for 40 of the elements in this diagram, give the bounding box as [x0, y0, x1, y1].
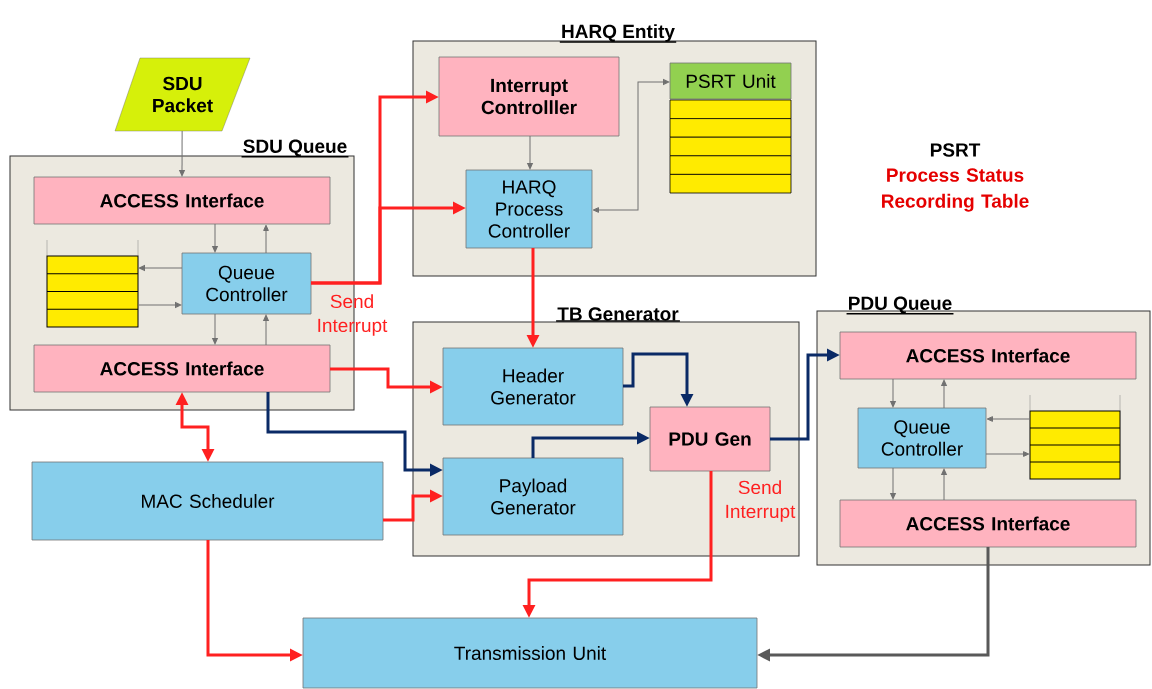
group-heading: PDU Queue: [845, 296, 955, 315]
group-heading: HARQ Entity: [559, 24, 677, 43]
note-text: PSRT: [930, 143, 981, 157]
arrow: [263, 314, 269, 346]
note-text: Process Status Recording Table: [882, 168, 1029, 212]
arrow: [890, 467, 896, 500]
arrow: [527, 135, 533, 170]
input-parallelogram: SDU Packet: [114, 57, 251, 132]
table-drawing: PSRT Unit: [669, 62, 792, 194]
arrow: [890, 378, 896, 408]
interface-box: ACCESS Interface: [839, 331, 1137, 380]
group-heading: TB Generator: [555, 307, 681, 322]
arrow: [137, 302, 182, 308]
generator-box: Header Generator: [442, 347, 624, 426]
interface-box: ACCESS Interface: [33, 344, 331, 393]
edge-label: Send Interrupt: [726, 480, 796, 522]
arrow: [985, 451, 1030, 457]
group-heading: SDU Queue: [240, 139, 350, 158]
queue-stack-drawing: [46, 239, 139, 328]
controller-box: HARQ Process Controller: [465, 169, 593, 249]
arrow: [941, 468, 947, 501]
controller-box: Queue Controller: [857, 407, 987, 469]
arrow: [179, 130, 185, 177]
arrow: [263, 224, 269, 254]
controller-box: Interrupt Controlller: [438, 56, 620, 137]
controller-box: Queue Controller: [181, 252, 312, 315]
arrow: [986, 416, 1031, 422]
generator-box: Payload Generator: [442, 457, 624, 536]
queue-stack-drawing: [1029, 394, 1121, 480]
generator-box: PDU Gen: [649, 406, 771, 472]
interface-box: ACCESS Interface: [839, 499, 1137, 548]
arrow: [212, 223, 218, 253]
transmission-box: Transmission Unit: [302, 617, 758, 689]
interface-box: ACCESS Interface: [33, 176, 331, 225]
edge-label: Send Interrupt: [318, 294, 388, 336]
arrow: [212, 313, 218, 345]
arrow: [138, 265, 183, 271]
arrow: [941, 379, 947, 409]
scheduler-box: MAC Scheduler: [31, 461, 384, 541]
arrow: [592, 79, 670, 213]
